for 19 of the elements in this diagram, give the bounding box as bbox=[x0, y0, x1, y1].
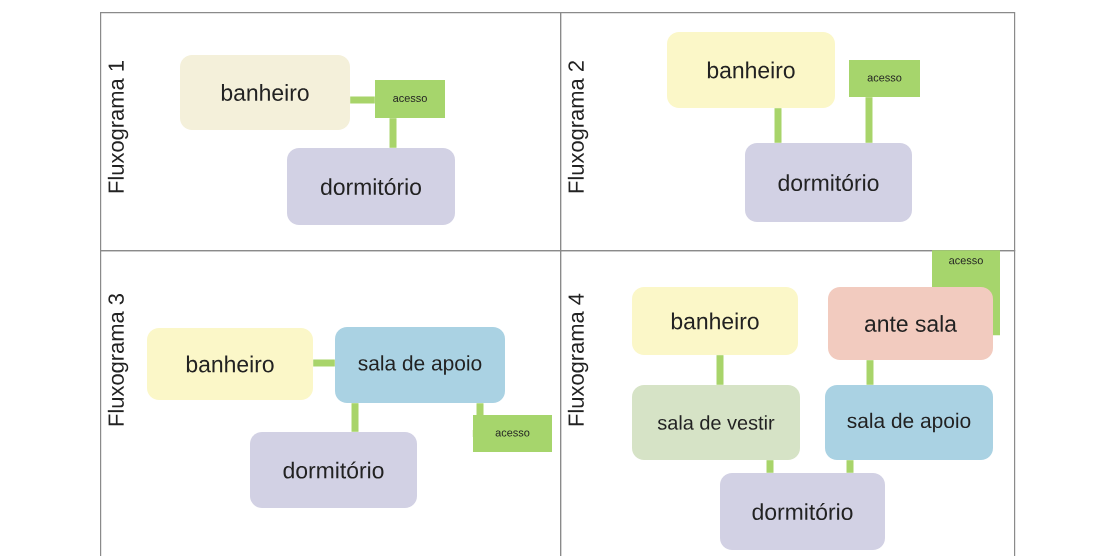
room-box: sala de apoio bbox=[825, 385, 993, 460]
room-box: banheiro bbox=[180, 55, 350, 130]
room-box: banheiro bbox=[147, 328, 313, 400]
panel-heading: Fluxograma 4 bbox=[567, 293, 589, 426]
room-box: dormitório bbox=[287, 148, 455, 225]
room-box: sala de apoio bbox=[335, 327, 505, 403]
room-box: sala de vestir bbox=[632, 385, 800, 460]
room-box: banheiro bbox=[632, 287, 798, 355]
room-box: dormitório bbox=[745, 143, 912, 222]
room-box: ante sala bbox=[828, 287, 993, 360]
access-box: acesso bbox=[473, 415, 552, 452]
panel-heading: Fluxograma 1 bbox=[107, 61, 129, 193]
access-box: acesso bbox=[849, 60, 920, 97]
room-box: banheiro bbox=[667, 32, 835, 108]
access-box: acesso bbox=[375, 80, 445, 118]
room-box: dormitório bbox=[250, 432, 417, 508]
panel-heading: Fluxograma 2 bbox=[567, 61, 589, 193]
panel-heading: Fluxograma 3 bbox=[107, 294, 129, 426]
room-box: dormitório bbox=[720, 473, 885, 550]
